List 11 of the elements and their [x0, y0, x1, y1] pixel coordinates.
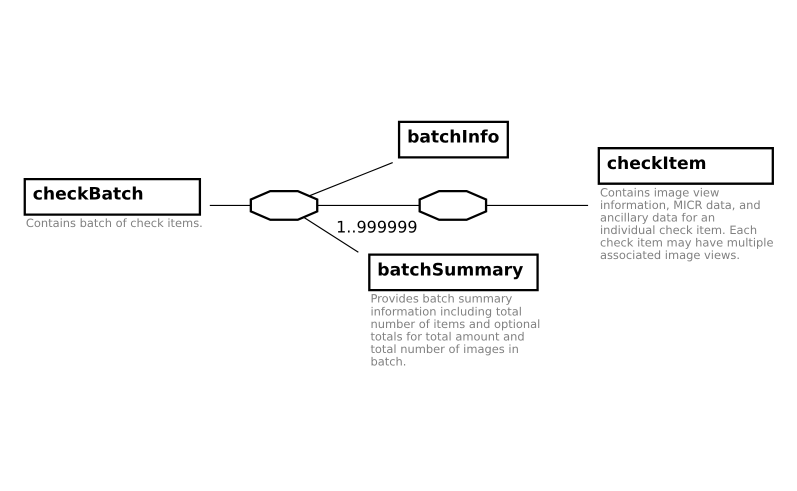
- node-octagon: [250, 190, 318, 221]
- node-label: Provides batch summary information including total number of items and optional totals for total amount and total number of images in batch.: [370, 292, 540, 369]
- node-label: Contains batch of check items.: [26, 216, 203, 230]
- connector: [303, 216, 359, 253]
- node-octagon: [418, 190, 488, 221]
- node-label: 1..999999: [336, 218, 418, 237]
- connector: [210, 204, 251, 206]
- connector: [308, 162, 393, 196]
- node-label: Contains image view information, MICR data, and ancillary data for an individual check item. Each check item may have multiple associated image views.: [600, 185, 774, 262]
- connector: [317, 204, 420, 206]
- connector: [486, 204, 588, 206]
